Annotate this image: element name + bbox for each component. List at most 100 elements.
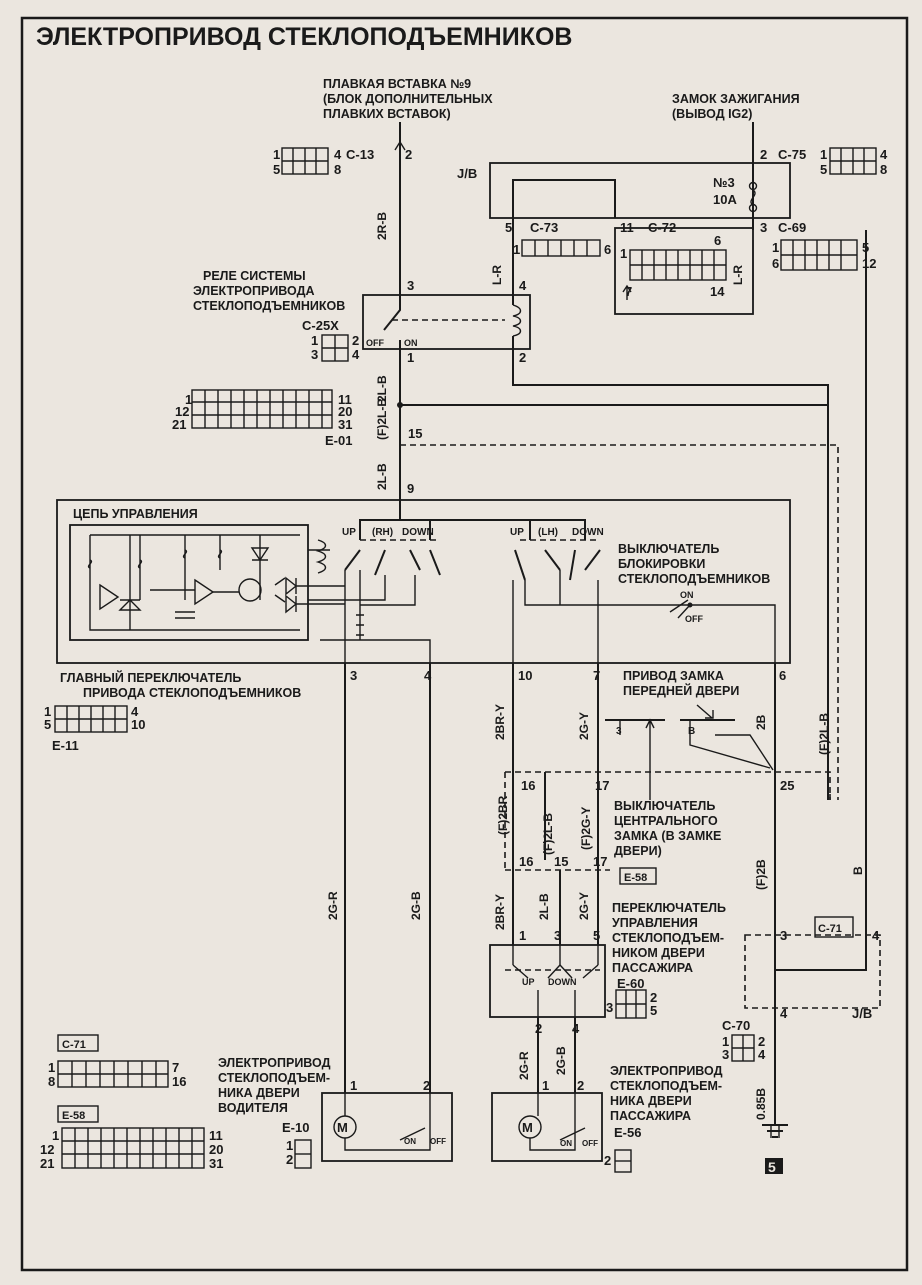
svg-text:ЗАМКА (В ЗАМКЕ: ЗАМКА (В ЗАМКЕ <box>614 829 721 843</box>
pin-15-e01: 15 <box>408 426 422 441</box>
svg-text:10: 10 <box>131 717 145 732</box>
pin-7-main: 7 <box>593 668 600 683</box>
connector-e56-face: 2 <box>604 1149 632 1173</box>
wire-color-f2l-b-central: (F)2L-B <box>541 813 555 855</box>
jb-label-top: J/B <box>457 166 477 181</box>
wire-color-f2l-b: (F)2L-B <box>375 398 389 440</box>
svg-text:НИКА ДВЕРИ: НИКА ДВЕРИ <box>218 1086 300 1100</box>
pin-15-b: 15 <box>554 854 568 869</box>
connector-e11-label: E-11 <box>52 738 79 753</box>
svg-text:21: 21 <box>172 417 186 432</box>
svg-text:1: 1 <box>722 1034 729 1049</box>
svg-text:ЗАМОК ЗАЖИГАНИЯ: ЗАМОК ЗАЖИГАНИЯ <box>672 92 800 106</box>
svg-text:6: 6 <box>604 242 611 257</box>
svg-text:ПЕРЕКЛЮЧАТЕЛЬ: ПЕРЕКЛЮЧАТЕЛЬ <box>612 901 726 915</box>
wire-relay-coil-ground <box>512 336 829 800</box>
connector-e58-symbol <box>619 867 657 885</box>
lh-down: DOWN <box>572 527 604 538</box>
passenger-switch-box <box>489 944 606 1018</box>
pin-1-e60: 1 <box>519 928 526 943</box>
svg-text:ЭЛЕКТРОПРИВОДА: ЭЛЕКТРОПРИВОДА <box>193 284 315 298</box>
svg-text:11: 11 <box>209 1128 223 1143</box>
svg-text:14: 14 <box>710 284 725 299</box>
svg-text:(ВЫВОД IG2): (ВЫВОД IG2) <box>672 107 752 121</box>
svg-text:ГЛАВНЫЙ ПЕРЕКЛЮЧАТЕЛЬ: ГЛАВНЫЙ ПЕРЕКЛЮЧАТЕЛЬ <box>60 670 241 685</box>
pass-up: UP <box>522 977 535 987</box>
svg-text:ПЕРЕДНЕЙ ДВЕРИ: ПЕРЕДНЕЙ ДВЕРИ <box>623 683 739 698</box>
wire-color-2g-r-2: 2G-R <box>517 1051 531 1080</box>
svg-text:20: 20 <box>209 1142 223 1157</box>
pin-3-relay: 3 <box>407 278 414 293</box>
pin-25: 25 <box>780 778 794 793</box>
svg-text:4: 4 <box>334 147 342 162</box>
pin-5-e60: 5 <box>593 928 600 943</box>
svg-text:3: 3 <box>616 726 622 737</box>
svg-text:4: 4 <box>880 147 888 162</box>
pin-4-main: 4 <box>424 668 432 683</box>
pin-1-driver-motor: 1 <box>350 1078 357 1093</box>
connector-c73-label: C-73 <box>530 220 558 235</box>
dashed-junction-side <box>504 772 831 870</box>
connector-c72-face: 1 6 7 14 <box>620 233 727 299</box>
connector-c69-label: C-69 <box>778 220 806 235</box>
passenger-switch-contacts <box>505 945 600 1017</box>
svg-text:1: 1 <box>513 242 520 257</box>
main-switch-box <box>56 499 791 664</box>
svg-text:(БЛОК ДОПОЛНИТЕЛЬНЫХ: (БЛОК ДОПОЛНИТЕЛЬНЫХ <box>323 92 493 106</box>
svg-text:4: 4 <box>352 347 360 362</box>
rh-switch-contacts <box>320 500 441 663</box>
lock-switch-label: ВЫКЛЮЧАТЕЛЬ БЛОКИРОВКИ СТЕКЛОПОДЪЕМНИКОВ <box>618 542 770 586</box>
main-switch-label: ГЛАВНЫЙ ПЕРЕКЛЮЧАТЕЛЬ ПРИВОДА СТЕКЛОПОДЪ… <box>60 670 301 700</box>
connector-c73-face: 1 6 <box>513 239 611 257</box>
svg-text:8: 8 <box>334 162 341 177</box>
wire-color-2g-b-2: 2G-B <box>554 1046 568 1075</box>
wire-color-b: B <box>851 866 865 875</box>
wire-b-right <box>775 230 867 971</box>
legend-c71-label: C-71 <box>62 1039 86 1051</box>
fuse-insert-label: ПЛАВКАЯ ВСТАВКА №9 (БЛОК ДОПОЛНИТЕЛЬНЫХ … <box>323 77 493 121</box>
fuse-rating: 10A <box>713 192 737 207</box>
passenger-motor-m: M <box>522 1120 533 1135</box>
wire-color-2l-b: 2L-B <box>375 375 389 402</box>
pin-6-main: 6 <box>779 668 786 683</box>
wire-color-l-r-2: L-R <box>731 265 745 285</box>
wire-color-l-r: L-R <box>490 265 504 285</box>
passenger-motor-label: ЭЛЕКТРОПРИВОД СТЕКЛОПОДЪЕМ- НИКА ДВЕРИ П… <box>610 1064 723 1123</box>
driver-motor-on: ON <box>404 1137 416 1146</box>
relay-off: OFF <box>366 338 384 348</box>
svg-text:ПАССАЖИРА: ПАССАЖИРА <box>610 1109 691 1123</box>
svg-text:ПРИВОДА СТЕКЛОПОДЪЕМНИКОВ: ПРИВОДА СТЕКЛОПОДЪЕМНИКОВ <box>83 686 301 700</box>
lh-switch-contacts <box>400 519 776 663</box>
svg-text:3: 3 <box>722 1047 729 1062</box>
connector-e58-label: E-58 <box>624 872 647 884</box>
connector-arrow <box>394 140 406 151</box>
svg-text:СТЕКЛОПОДЪЕМ-: СТЕКЛОПОДЪЕМ- <box>218 1071 330 1085</box>
svg-text:12: 12 <box>40 1142 54 1157</box>
relay-coil <box>512 304 522 337</box>
dashed-junction-top <box>505 771 831 800</box>
driver-motor-wiring <box>344 1093 431 1151</box>
svg-text:ПАССАЖИРА: ПАССАЖИРА <box>612 961 693 975</box>
wire-color-2g-y: 2G-Y <box>577 712 591 740</box>
svg-text:1: 1 <box>820 147 827 162</box>
pin-2-driver-motor: 2 <box>423 1078 430 1093</box>
svg-text:2: 2 <box>286 1152 293 1167</box>
wire-color-f2br: (F)2BR <box>496 795 510 835</box>
svg-text:1: 1 <box>44 704 51 719</box>
wire-color-2br-y-2: 2BR-Y <box>493 894 507 930</box>
control-circuit-internals <box>87 534 345 631</box>
svg-text:1: 1 <box>185 392 192 407</box>
svg-text:3: 3 <box>606 1000 613 1015</box>
svg-text:5: 5 <box>273 162 280 177</box>
svg-text:B: B <box>688 726 695 737</box>
pin-16-b: 16 <box>519 854 533 869</box>
door-lock-drive-label: ПРИВОД ЗАМКА ПЕРЕДНЕЙ ДВЕРИ <box>623 669 739 698</box>
relay-contact <box>383 295 401 331</box>
svg-text:1: 1 <box>52 1128 59 1143</box>
wire-color-2br-y: 2BR-Y <box>493 704 507 740</box>
lh-up: UP <box>510 527 524 538</box>
connector-e10-label: E-10 <box>282 1120 309 1135</box>
relay-box <box>362 294 531 350</box>
svg-text:5: 5 <box>44 717 51 732</box>
svg-text:2: 2 <box>650 990 657 1005</box>
